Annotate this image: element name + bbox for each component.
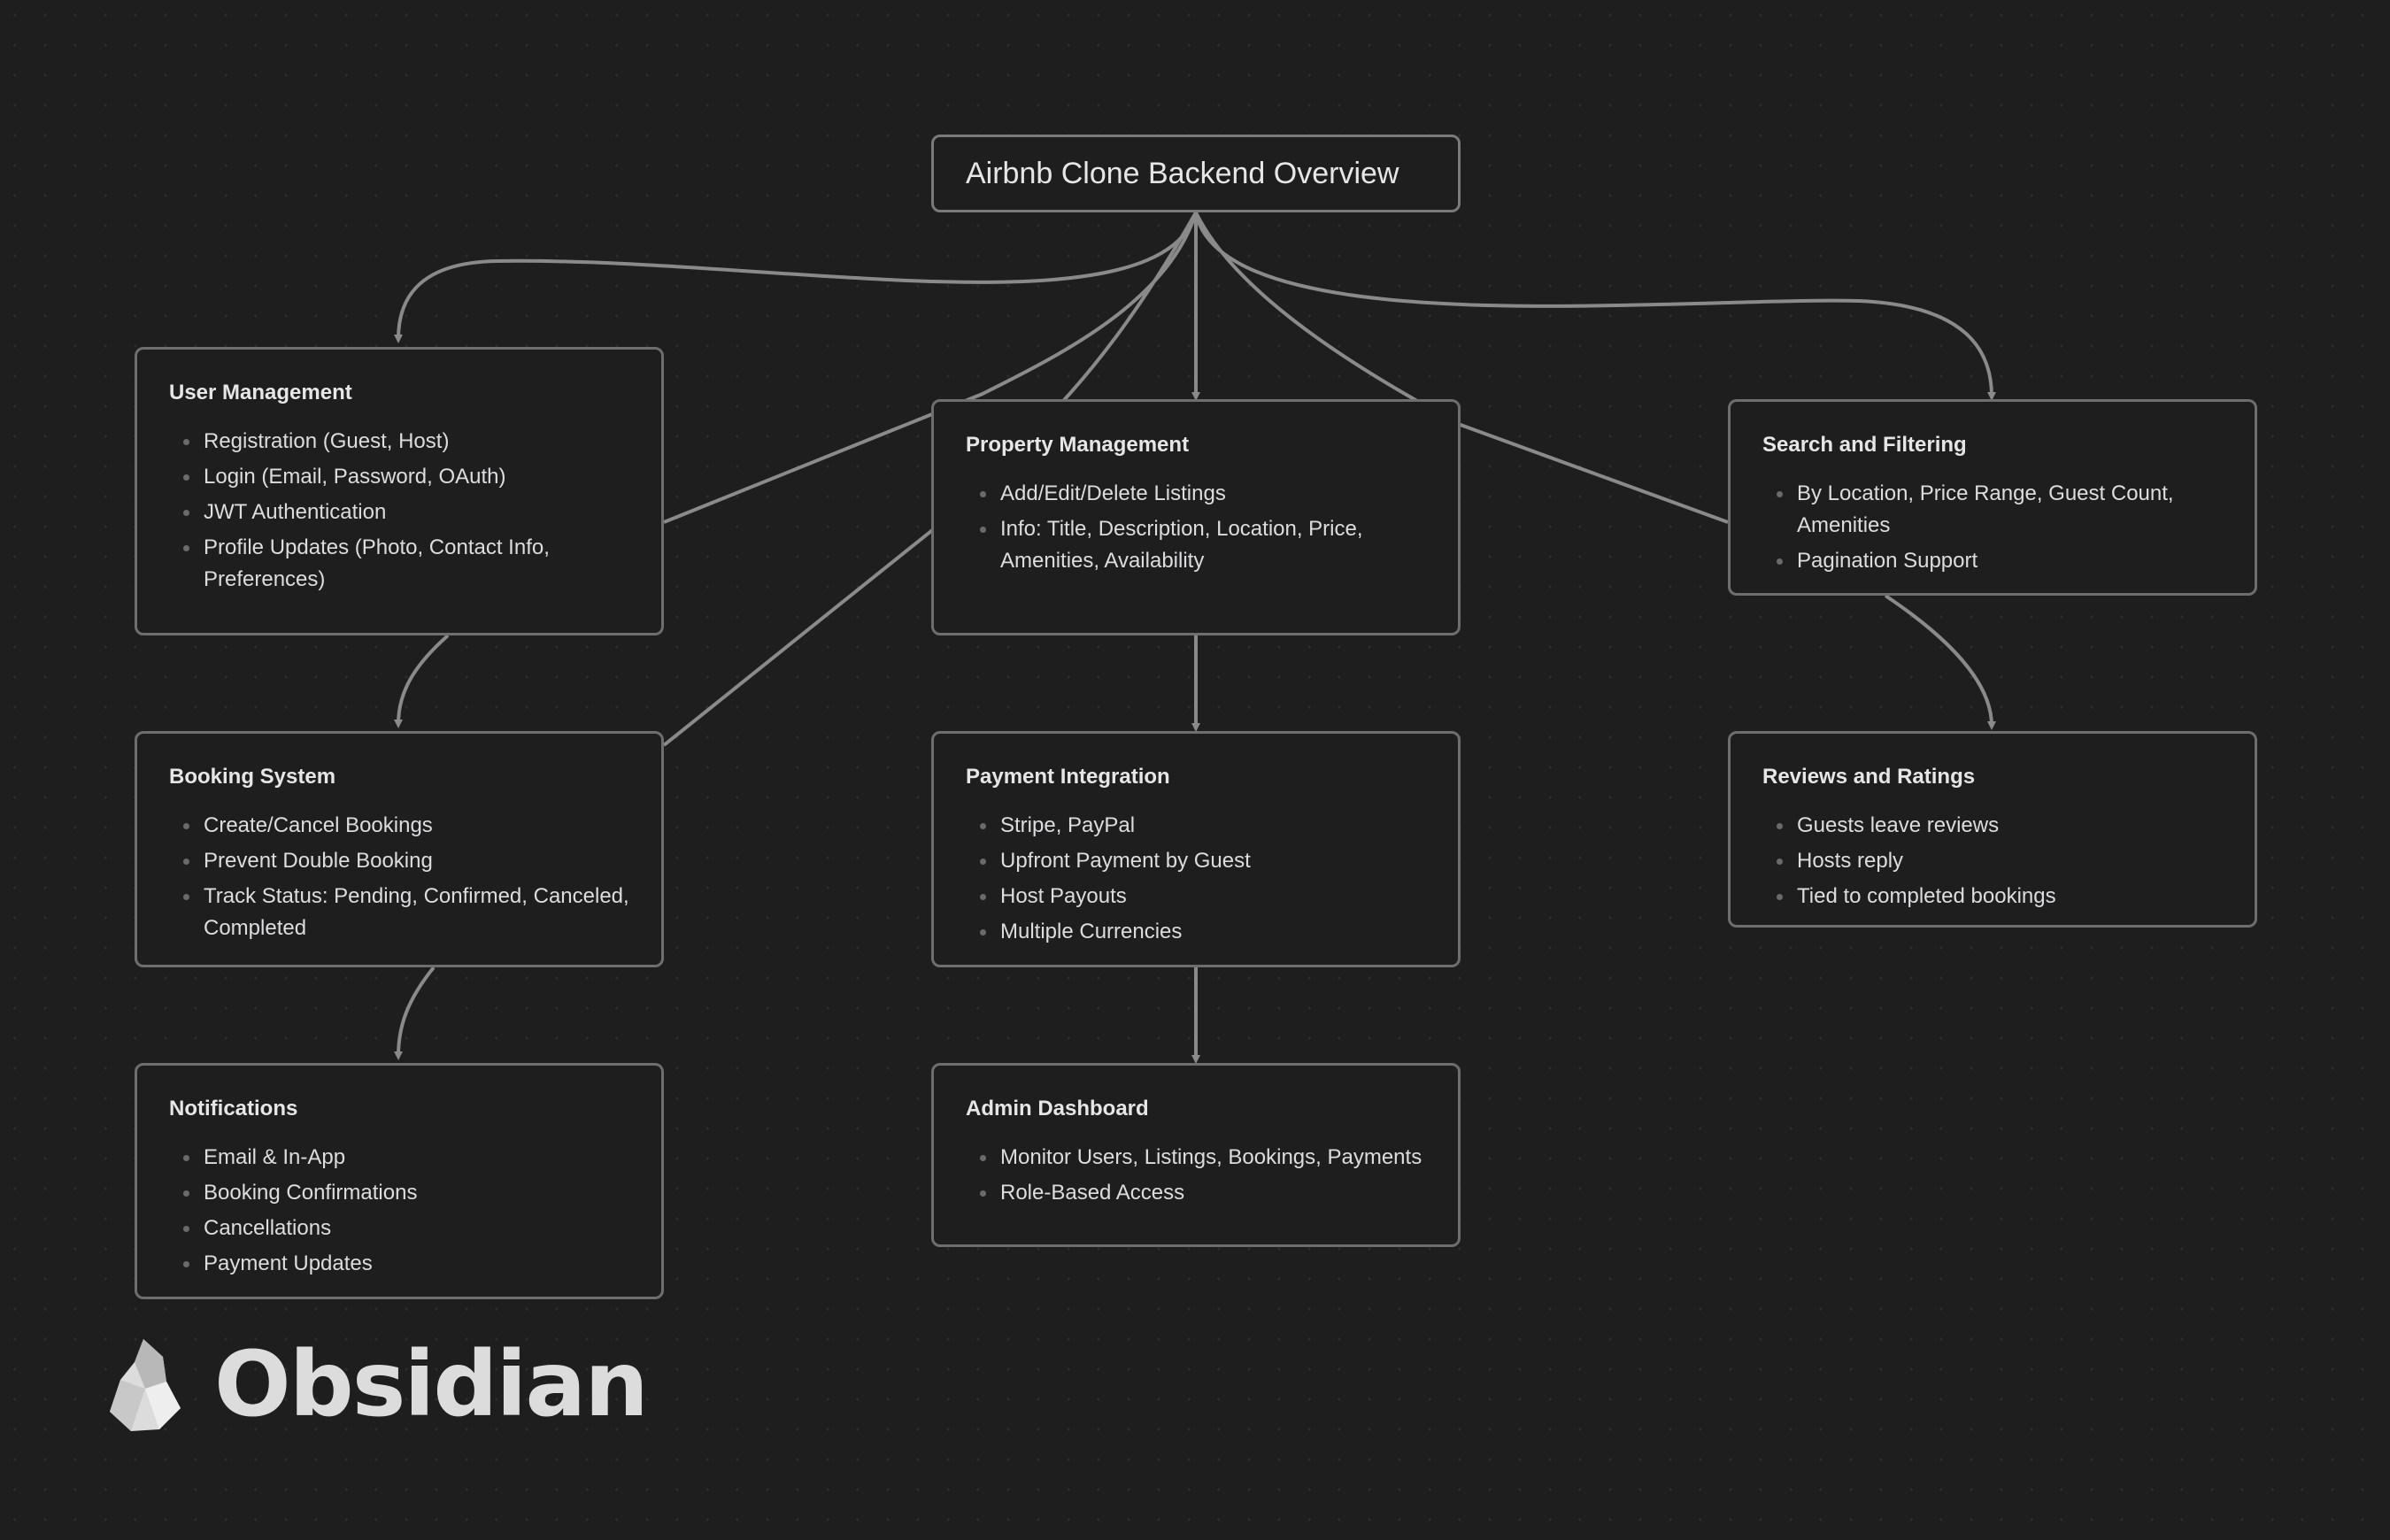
list-item: Multiple Currencies [966, 916, 1426, 948]
list-item: Registration (Guest, Host) [169, 426, 629, 458]
card-title: User Management [169, 381, 352, 404]
list-item: Tied to completed bookings [1762, 881, 2223, 912]
bullet-icon [980, 1190, 986, 1197]
card-search-filtering[interactable]: Search and Filtering By Location, Price … [1728, 399, 2257, 596]
list-item: Login (Email, Password, OAuth) [169, 461, 629, 493]
obsidian-watermark: Obsidian [104, 1332, 649, 1437]
card-item-list: Registration (Guest, Host) Login (Email,… [169, 426, 629, 596]
card-item-list: Add/Edit/Delete Listings Info: Title, De… [966, 478, 1426, 577]
list-item: Pagination Support [1762, 545, 2223, 577]
bullet-icon [183, 510, 189, 516]
card-item-list: By Location, Price Range, Guest Count, A… [1762, 478, 2223, 577]
bullet-icon [1777, 823, 1783, 829]
card-user-management[interactable]: User Management Registration (Guest, Hos… [135, 347, 664, 635]
card-title: Reviews and Ratings [1762, 765, 1976, 789]
card-title: Search and Filtering [1762, 433, 1967, 457]
list-item: Info: Title, Description, Location, Pric… [966, 513, 1426, 577]
list-item: Profile Updates (Photo, Contact Info, Pr… [169, 532, 629, 596]
list-item: By Location, Price Range, Guest Count, A… [1762, 478, 2223, 542]
bullet-icon [1777, 558, 1783, 565]
card-item-list: Guests leave reviews Hosts reply Tied to… [1762, 810, 2223, 912]
edge-booking-to-notifications [394, 966, 436, 1060]
card-reviews-ratings[interactable]: Reviews and Ratings Guests leave reviews… [1728, 731, 2257, 928]
bullet-icon [183, 1226, 189, 1232]
list-item: Upfront Payment by Guest [966, 845, 1426, 877]
card-item-list: Monitor Users, Listings, Bookings, Payme… [966, 1142, 1426, 1209]
bullet-icon [980, 491, 986, 497]
bullet-icon [980, 929, 986, 936]
list-item: Stripe, PayPal [966, 810, 1426, 842]
list-item: Prevent Double Booking [169, 845, 629, 877]
bullet-icon [183, 1155, 189, 1161]
obsidian-wordmark: Obsidian [214, 1332, 649, 1437]
card-property-management[interactable]: Property Management Add/Edit/Delete List… [931, 399, 1461, 635]
card-item-list: Email & In-App Booking Confirmations Can… [169, 1142, 629, 1280]
list-item: JWT Authentication [169, 497, 629, 528]
card-notifications[interactable]: Notifications Email & In-App Booking Con… [135, 1063, 664, 1299]
list-item: Guests leave reviews [1762, 810, 2223, 842]
card-title: Payment Integration [966, 765, 1170, 789]
bullet-icon [1777, 859, 1783, 865]
card-booking-system[interactable]: Booking System Create/Cancel Bookings Pr… [135, 731, 664, 967]
bullet-icon [980, 823, 986, 829]
edge-root-to-user-management [394, 212, 1198, 343]
list-item: Track Status: Pending, Confirmed, Cancel… [169, 881, 629, 944]
card-title: Booking System [169, 765, 336, 789]
edge-user-management-to-booking [394, 634, 450, 728]
bullet-icon [183, 545, 189, 551]
bullet-icon [980, 894, 986, 900]
obsidian-logo-icon [110, 1339, 181, 1431]
list-item: Booking Confirmations [169, 1177, 629, 1209]
bullet-icon [183, 823, 189, 829]
bullet-icon [183, 1261, 189, 1267]
card-item-list: Stripe, PayPal Upfront Payment by Guest … [966, 810, 1426, 948]
list-item: Hosts reply [1762, 845, 2223, 877]
list-item: Email & In-App [169, 1142, 629, 1174]
card-title: Admin Dashboard [966, 1097, 1149, 1120]
bullet-icon [183, 1190, 189, 1197]
list-item: Add/Edit/Delete Listings [966, 478, 1426, 510]
card-admin-dashboard[interactable]: Admin Dashboard Monitor Users, Listings,… [931, 1063, 1461, 1247]
card-item-list: Create/Cancel Bookings Prevent Double Bo… [169, 810, 629, 944]
card-title: Property Management [966, 433, 1190, 457]
root-title: Airbnb Clone Backend Overview [966, 156, 1399, 190]
list-item: Create/Cancel Bookings [169, 810, 629, 842]
bullet-icon [980, 527, 986, 533]
list-item: Host Payouts [966, 881, 1426, 912]
bullet-icon [183, 474, 189, 481]
card-payment-integration[interactable]: Payment Integration Stripe, PayPal Upfro… [931, 731, 1461, 967]
bullet-icon [980, 1155, 986, 1161]
bullet-icon [980, 859, 986, 865]
edge-user-to-property [663, 212, 1198, 524]
edge-search-to-reviews [1884, 594, 1996, 730]
list-item: Monitor Users, Listings, Bookings, Payme… [966, 1142, 1426, 1174]
list-item: Cancellations [169, 1213, 629, 1244]
edge-root-to-search-filtering [1194, 212, 1996, 401]
bullet-icon [1777, 491, 1783, 497]
bullet-icon [1777, 894, 1783, 900]
bullet-icon [183, 439, 189, 445]
bullet-icon [183, 859, 189, 865]
list-item: Role-Based Access [966, 1177, 1426, 1209]
bullet-icon [183, 894, 189, 900]
card-title: Notifications [169, 1097, 298, 1120]
list-item: Payment Updates [169, 1248, 629, 1280]
root-node[interactable]: Airbnb Clone Backend Overview [931, 135, 1461, 212]
